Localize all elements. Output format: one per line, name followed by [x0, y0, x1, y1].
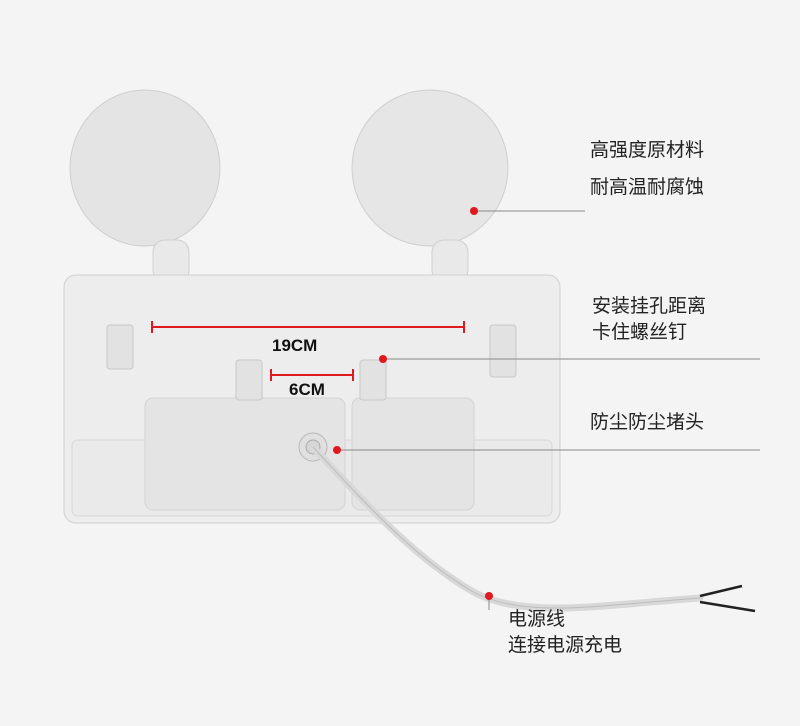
- measure-label-6cm: 6CM: [289, 380, 325, 399]
- power-cable-annotation: 电源线 连接电源充电: [508, 607, 622, 658]
- annotation-text: 电源线: [508, 608, 566, 630]
- marker-dot: [379, 355, 387, 363]
- left-lamp-head: [69, 89, 221, 247]
- annotation-text: 卡住螺丝钉: [592, 320, 688, 343]
- hang-hole: [106, 324, 134, 370]
- mounting-annotation: 安装挂孔距离 卡住螺丝钉: [592, 294, 706, 345]
- annotation-text: 连接电源充电: [508, 633, 623, 656]
- annotation-text: 安装挂孔距离: [592, 295, 707, 317]
- marker-dot: [485, 592, 493, 600]
- cable-wire: [699, 600, 756, 613]
- material-annotation: 高强度原材料 耐高温耐腐蚀: [590, 136, 704, 201]
- annotation-text: 耐高温耐腐蚀: [590, 175, 705, 198]
- right-lamp-head: [351, 89, 509, 247]
- cable-wire: [699, 584, 743, 598]
- marker-dot: [333, 446, 341, 454]
- dust-plug-annotation: 防尘防尘堵头: [590, 408, 704, 437]
- annotation-text: 高强度原材料: [590, 139, 705, 161]
- hang-hole: [489, 324, 517, 378]
- annotation-text: 防尘防尘堵头: [590, 411, 705, 433]
- measure-label-19cm: 19CM: [272, 336, 318, 355]
- hang-hole: [359, 359, 387, 401]
- hang-hole: [235, 359, 263, 401]
- marker-dot: [470, 207, 478, 215]
